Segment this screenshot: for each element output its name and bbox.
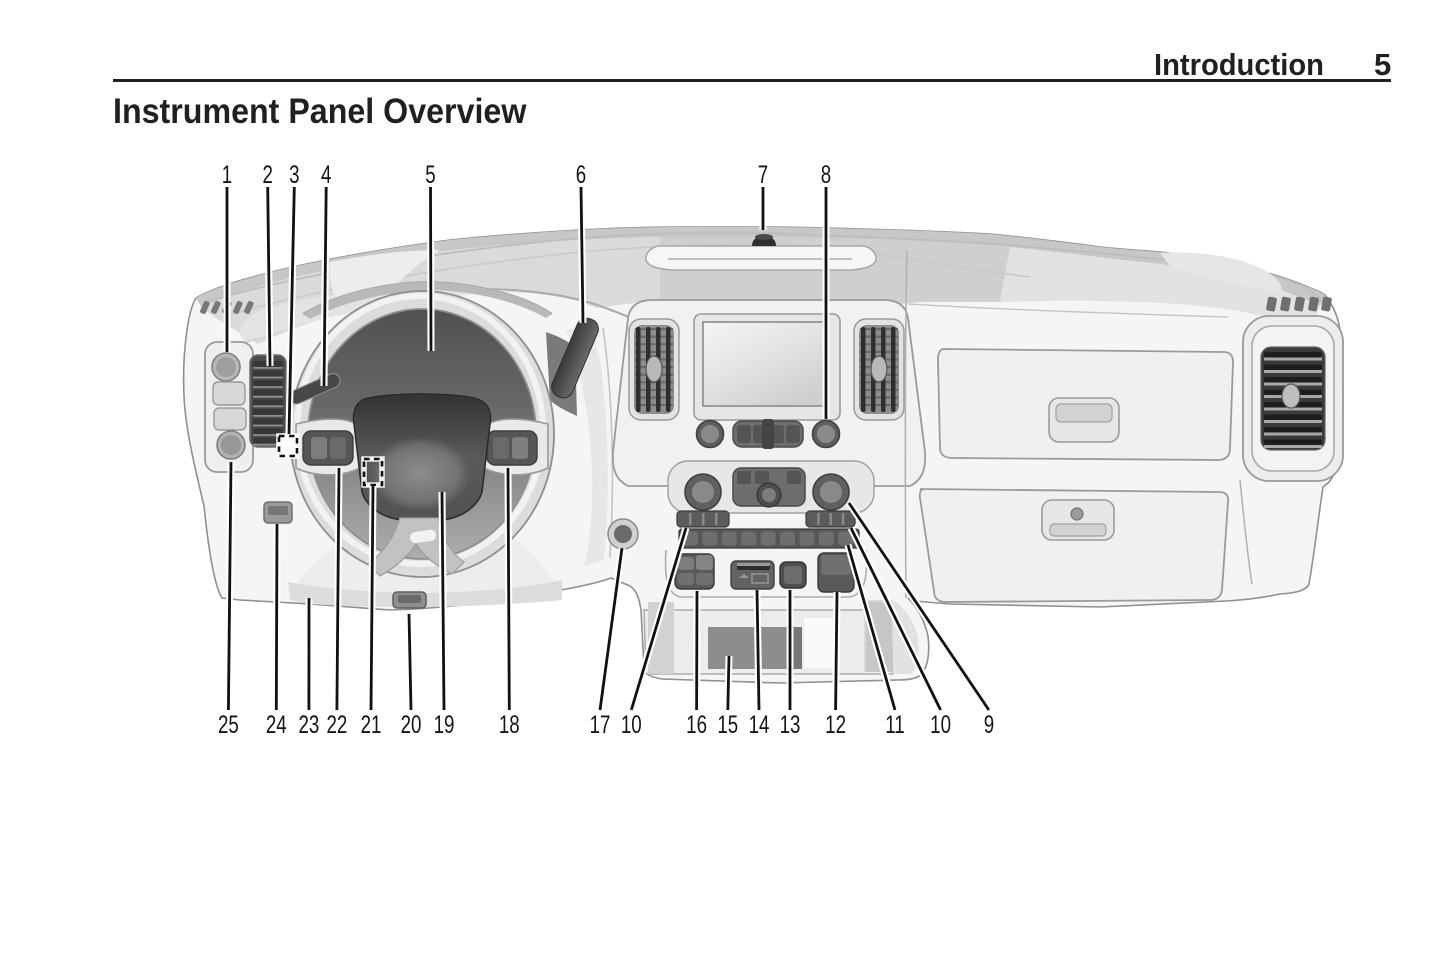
- svg-text:13: 13: [780, 710, 801, 738]
- svg-text:25: 25: [218, 710, 239, 738]
- svg-text:17: 17: [590, 710, 611, 738]
- svg-text:22: 22: [326, 710, 347, 738]
- svg-text:7: 7: [758, 160, 768, 188]
- svg-text:9: 9: [984, 710, 994, 738]
- svg-text:10: 10: [930, 710, 951, 738]
- svg-text:23: 23: [298, 710, 319, 738]
- svg-text:21: 21: [361, 710, 382, 738]
- svg-text:19: 19: [434, 710, 455, 738]
- svg-text:18: 18: [499, 710, 520, 738]
- svg-text:5: 5: [425, 160, 435, 188]
- svg-text:8: 8: [821, 160, 831, 188]
- svg-text:20: 20: [401, 710, 422, 738]
- svg-text:16: 16: [686, 710, 707, 738]
- svg-text:24: 24: [266, 710, 287, 738]
- svg-text:3: 3: [289, 160, 299, 188]
- svg-text:2: 2: [262, 160, 272, 188]
- svg-text:1: 1: [222, 160, 232, 188]
- svg-text:4: 4: [321, 160, 331, 188]
- svg-text:14: 14: [749, 710, 770, 738]
- svg-text:15: 15: [717, 710, 738, 738]
- svg-text:10: 10: [621, 710, 642, 738]
- svg-text:12: 12: [825, 710, 846, 738]
- svg-text:6: 6: [576, 160, 586, 188]
- svg-text:11: 11: [885, 710, 904, 738]
